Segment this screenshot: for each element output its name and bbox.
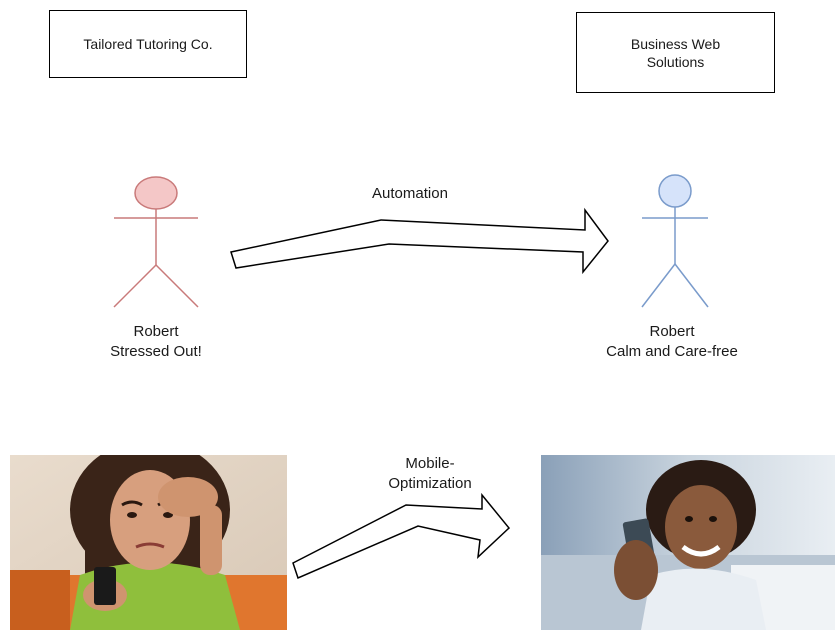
stressed-woman-photo	[10, 455, 287, 630]
tailored-tutoring-label: Tailored Tutoring Co.	[83, 36, 213, 52]
calm-robert-state: Calm and Care-free	[606, 343, 738, 360]
automation-label-text: Automation	[372, 185, 448, 202]
stick-figure-stressed	[113, 176, 199, 308]
stressed-robert-label: Robert Stressed Out!	[86, 322, 226, 362]
mobile-optimization-line1: Mobile-	[405, 455, 455, 472]
calm-robert-label: Robert Calm and Care-free	[572, 322, 772, 362]
business-web-label-line1: Business Web	[630, 35, 721, 52]
mobile-optimization-line2: Optimization	[388, 475, 472, 492]
happy-woman-photo	[541, 455, 835, 630]
mobile-optimization-label: Mobile- Optimization	[350, 454, 510, 494]
stick-figure-calm-head	[658, 174, 692, 208]
tailored-tutoring-box: Tailored Tutoring Co.	[49, 10, 247, 78]
business-web-label-line2: Solutions	[646, 53, 705, 70]
stressed-robert-state: Stressed Out!	[110, 343, 202, 360]
stressed-robert-name: Robert	[133, 323, 179, 340]
calm-robert-name: Robert	[649, 323, 695, 340]
stick-figure-calm	[641, 174, 709, 308]
mobile-optimization-arrow	[292, 492, 511, 580]
business-web-solutions-box: Business Web Solutions	[576, 12, 775, 93]
stick-figure-calm-leg-left	[641, 263, 676, 308]
stick-figure-stressed-leg-right	[155, 264, 199, 308]
automation-label: Automation	[330, 184, 490, 204]
stick-figure-stressed-head	[134, 176, 178, 210]
stick-figure-stressed-leg-left	[113, 264, 157, 308]
stick-figure-calm-leg-right	[674, 263, 709, 308]
automation-arrow	[230, 207, 609, 275]
